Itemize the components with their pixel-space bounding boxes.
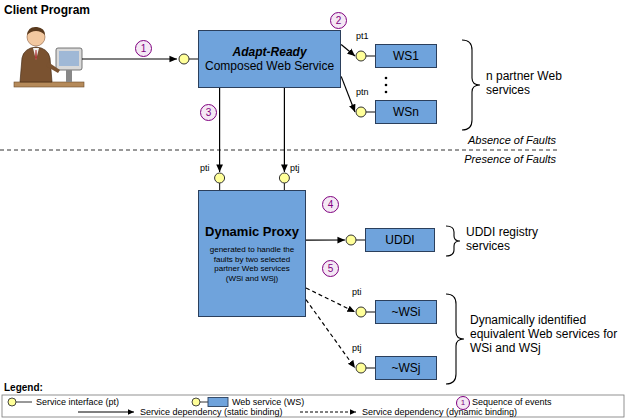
group-label: n partner Web services <box>486 70 606 98</box>
service-interface <box>345 234 365 246</box>
region-label: Absence of Faults <box>440 134 556 147</box>
service-box: Adapt-ReadyComposed Web Service <box>198 30 341 88</box>
equivalent-service: ~WSj <box>355 356 437 380</box>
fault-divider <box>0 150 560 151</box>
partner-service: WS1 <box>355 44 437 68</box>
callout-number: 5 <box>322 260 339 277</box>
group-label: Dynamically identified equivalent Web se… <box>470 314 620 355</box>
service-interface <box>198 172 306 190</box>
service-box: WS1 <box>375 44 437 68</box>
service-box: ~WSi <box>375 300 437 324</box>
legend-text: Sequence of events <box>472 397 552 407</box>
port-label: ptj <box>352 343 362 353</box>
service-box: Dynamic Proxy generated to handle the fau… <box>198 190 306 317</box>
legend-text: Web service (WS) <box>232 397 304 407</box>
static-binding <box>284 88 285 172</box>
service-interface <box>178 53 198 65</box>
legend-frame <box>2 395 624 417</box>
node-body: generated to handle the faults by two se… <box>205 245 299 283</box>
node-title: Dynamic Proxy <box>205 224 299 239</box>
legend-text: Service dependency (static binding) <box>140 407 283 417</box>
uddi-registry: UDDI <box>345 228 435 252</box>
service-box: WSn <box>375 100 437 124</box>
service-interface <box>355 306 375 318</box>
client-person <box>14 27 84 87</box>
service-box: UDDI <box>365 228 435 252</box>
partner-service: WSn <box>355 100 437 124</box>
node-title: ~WSi <box>391 305 420 319</box>
callout-number: 3 <box>200 104 217 121</box>
port-label: ptj <box>290 163 300 173</box>
composed-service: Adapt-ReadyComposed Web Service <box>178 30 341 88</box>
client-arrow <box>82 58 177 59</box>
service-interface <box>355 362 375 374</box>
service-interface <box>355 106 375 118</box>
client-label: Client Program <box>4 4 90 18</box>
region-label: Presence of Faults <box>440 153 556 166</box>
legend-text: Service dependency (dynamic binding) <box>362 407 517 417</box>
legend-text: Service interface (pt) <box>36 397 119 407</box>
callout-number: 2 <box>330 12 347 29</box>
static-binding <box>341 76 355 112</box>
port-label: pti <box>352 287 362 297</box>
node-title: Adapt-Ready <box>233 45 307 59</box>
node-title: WS1 <box>393 49 419 63</box>
node-title: WSn <box>393 105 419 119</box>
dynamic-binding <box>306 300 355 368</box>
static-binding <box>219 88 220 172</box>
static-binding <box>306 239 345 240</box>
node-title: ~WSj <box>391 361 420 375</box>
port-label: pti <box>200 163 210 173</box>
service-box: ~WSj <box>375 356 437 380</box>
equivalent-service: ~WSi <box>355 300 437 324</box>
service-interface <box>355 50 375 62</box>
callout-number: 4 <box>322 196 339 213</box>
dynamic-binding <box>306 288 355 312</box>
dynamic-proxy: Dynamic Proxy generated to handle the fau… <box>198 172 306 317</box>
group-label: UDDI registry services <box>466 226 576 254</box>
node-body: Composed Web Service <box>205 59 334 73</box>
port-label: ptn <box>356 87 369 97</box>
node-title: UDDI <box>385 233 414 247</box>
static-binding <box>341 45 355 57</box>
port-label: pt1 <box>356 31 369 41</box>
legend-title: Legend: <box>4 382 43 394</box>
callout-number: 1 <box>135 40 152 57</box>
